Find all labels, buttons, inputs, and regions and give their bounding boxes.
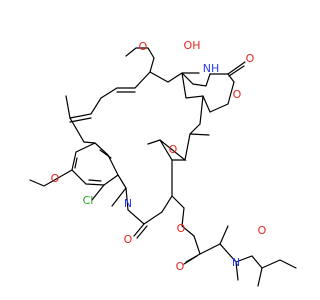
o-side-chain-carbonyl-label: O xyxy=(258,224,267,237)
o-carbamate-carbonyl-label: O xyxy=(246,52,255,65)
oh-hydroxyl-label: OH xyxy=(184,39,201,52)
bond-lines xyxy=(29,47,297,287)
molecule-svg: O OH NH O O O O Cl N O O O N O xyxy=(29,39,297,287)
o-methoxy-top-label: O xyxy=(139,40,148,53)
cl-chloro-label: Cl xyxy=(83,194,94,207)
o-epoxide-label: O xyxy=(169,143,178,156)
molecule-structure-diagram: O OH NH O O O O Cl N O O O N O xyxy=(29,39,297,287)
atom-labels: O OH NH O O O O Cl N O O O N O xyxy=(51,39,267,273)
n-side-chain-label: N xyxy=(232,256,240,269)
n-amide-ring-label: N xyxy=(124,197,132,210)
o-methoxy-aryl-label: O xyxy=(51,172,60,185)
o-amide-ring-carbonyl-label: O xyxy=(124,233,133,246)
o-ester-carbonyl-label: O xyxy=(176,260,185,273)
o-carbamate-ring-label: O xyxy=(233,88,242,101)
o-ester-label: O xyxy=(177,222,186,235)
nh-carbamate-label: NH xyxy=(203,62,220,75)
